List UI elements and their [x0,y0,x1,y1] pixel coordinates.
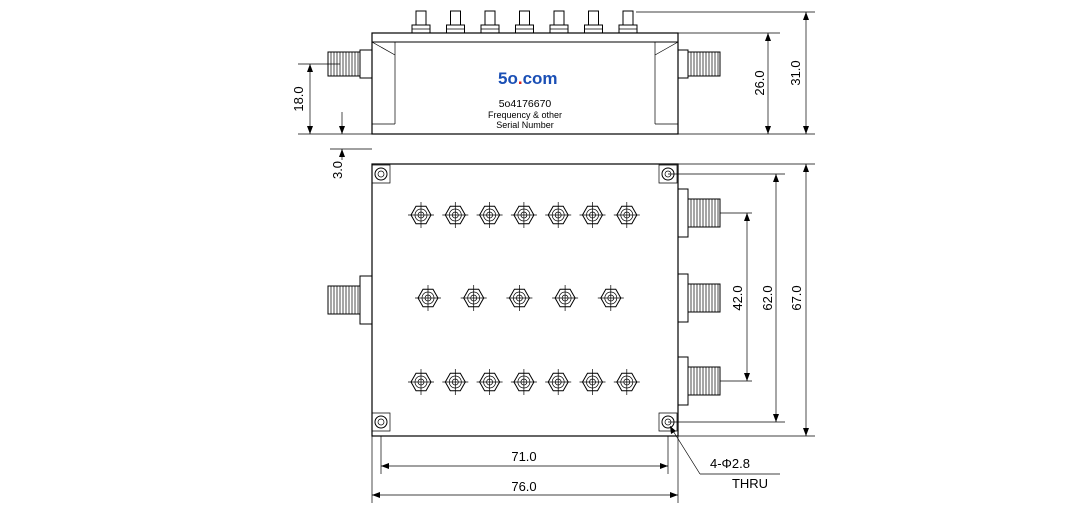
top-tuning-screw [579,369,606,395]
dim-42-label: 42.0 [730,285,745,310]
dim-71-label: 71.0 [511,449,536,464]
dim-67-label: 67.0 [789,285,804,310]
top-tuning-screw [510,202,537,228]
side-tuning-screw [480,10,500,34]
top-output-connector [677,273,721,323]
side-tuning-screw [411,10,431,34]
top-tuning-screws [408,202,640,395]
hole-callout: 4-Φ2.8 THRU [669,425,780,491]
dim-42: 42.0 [720,212,752,382]
top-tuning-screw [476,202,503,228]
dim-18-label: 18.0 [291,86,306,111]
dim-31: 31.0 [636,11,815,135]
top-tuning-screw [442,369,469,395]
logo-text-5o: 5o [498,69,518,88]
label-frequency: Frequency & other [488,110,562,120]
top-view: 42.0 62.0 67.0 71.0 [327,163,815,503]
top-tuning-screw [579,202,606,228]
top-tuning-screw [597,285,624,311]
side-output-connector [677,49,721,79]
side-tuning-screw [584,10,603,34]
dim-26-label: 26.0 [752,70,767,95]
logo-text-dot: . [518,69,523,88]
top-tuning-screw [613,369,640,395]
mounting-hole [371,412,391,432]
top-output-connector [677,188,721,238]
dim-26: 26.0 [678,32,780,135]
top-tuning-screw [460,285,487,311]
dim-67: 67.0 [678,163,815,437]
side-tuning-screw [446,10,465,34]
top-tuning-screw [552,285,579,311]
dim-76: 76.0 [371,436,679,503]
top-tuning-screw [545,369,572,395]
hole-note-thru: THRU [732,476,768,491]
label-serial: Serial Number [496,120,554,130]
side-tuning-screw [618,10,638,34]
top-tuning-screw [545,202,572,228]
dim-31-label: 31.0 [788,60,803,85]
top-tuning-screw [476,369,503,395]
dim-71: 71.0 [380,436,669,474]
dim-62-label: 62.0 [760,285,775,310]
top-output-connectors [677,188,721,406]
top-output-connector [677,356,721,406]
dim-3-label: 3.0 [330,161,345,179]
side-view: 5o.com 5o4176670 Frequency & other Seria… [291,10,815,179]
top-input-connector [327,275,373,325]
top-tuning-screw [510,369,537,395]
top-tuning-screw [613,202,640,228]
top-tuning-screw [506,285,533,311]
side-tuning-screws [411,10,638,34]
logo: 5o.com [498,69,558,88]
dim-62: 62.0 [668,173,785,423]
top-tuning-screw [408,202,434,228]
dim-3: 3.0 [330,112,372,179]
top-tuning-screw [442,202,469,228]
logo-text-com: com [523,69,558,88]
side-input-connector [327,49,373,79]
side-tuning-screw [549,10,569,34]
dim-76-label: 76.0 [511,479,536,494]
hole-note: 4-Φ2.8 [710,456,750,471]
side-view-housing [371,32,679,135]
model-number: 5o4176670 [499,98,552,110]
top-tuning-screw [415,285,441,311]
top-tuning-screw [408,369,434,395]
dim-18: 18.0 [291,63,372,135]
mounting-hole [371,164,391,184]
side-tuning-screw [515,10,534,34]
